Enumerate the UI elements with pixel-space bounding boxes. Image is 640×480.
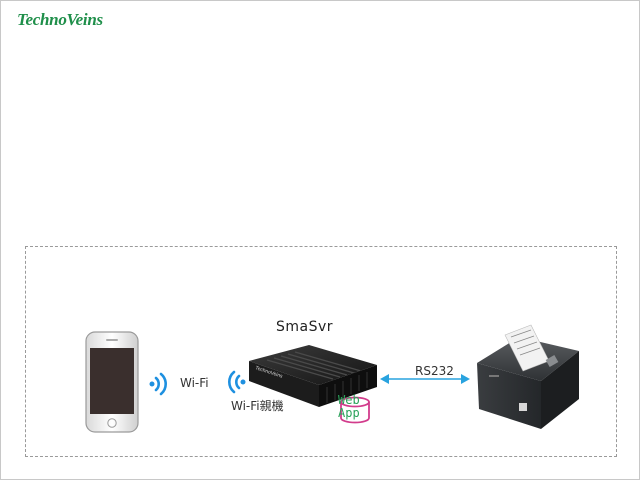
diagram-frame xyxy=(25,246,617,457)
smartphone-icon xyxy=(85,331,139,433)
web-app-line-2: App xyxy=(338,406,360,420)
server-name: SmaSvr xyxy=(276,319,334,335)
rs232-label: RS232 xyxy=(415,364,454,378)
web-app-label: Web App xyxy=(338,394,370,420)
wifi-signal-icon xyxy=(228,370,246,394)
double-arrow-icon xyxy=(380,374,470,384)
wifi-signal-icon xyxy=(149,372,167,396)
receipt-printer-icon xyxy=(477,324,579,429)
wifi-label: Wi-Fi xyxy=(180,376,209,390)
technoveins-logo: TechnoVeins xyxy=(17,10,103,29)
database-icon xyxy=(340,396,370,424)
mini-pc-server-icon: TechnoVeins xyxy=(249,345,377,407)
web-app-line-1: Web xyxy=(338,393,360,407)
wifi-parent-label: Wi-Fi親機 xyxy=(231,399,284,413)
